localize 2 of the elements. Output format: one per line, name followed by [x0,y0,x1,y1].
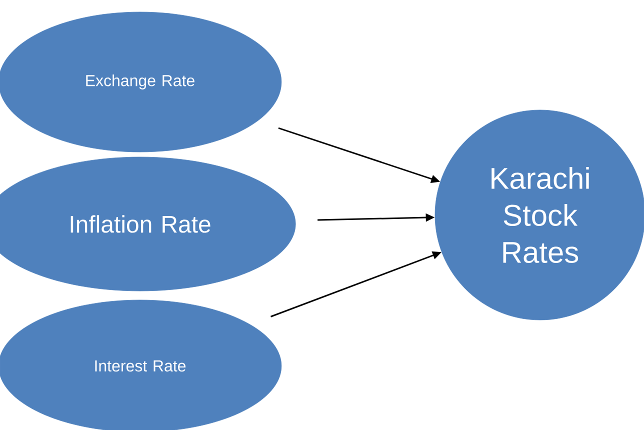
ellipse-node: Interest Rate [0,300,282,430]
circle-node: Karachi Stock Rates [434,110,644,320]
